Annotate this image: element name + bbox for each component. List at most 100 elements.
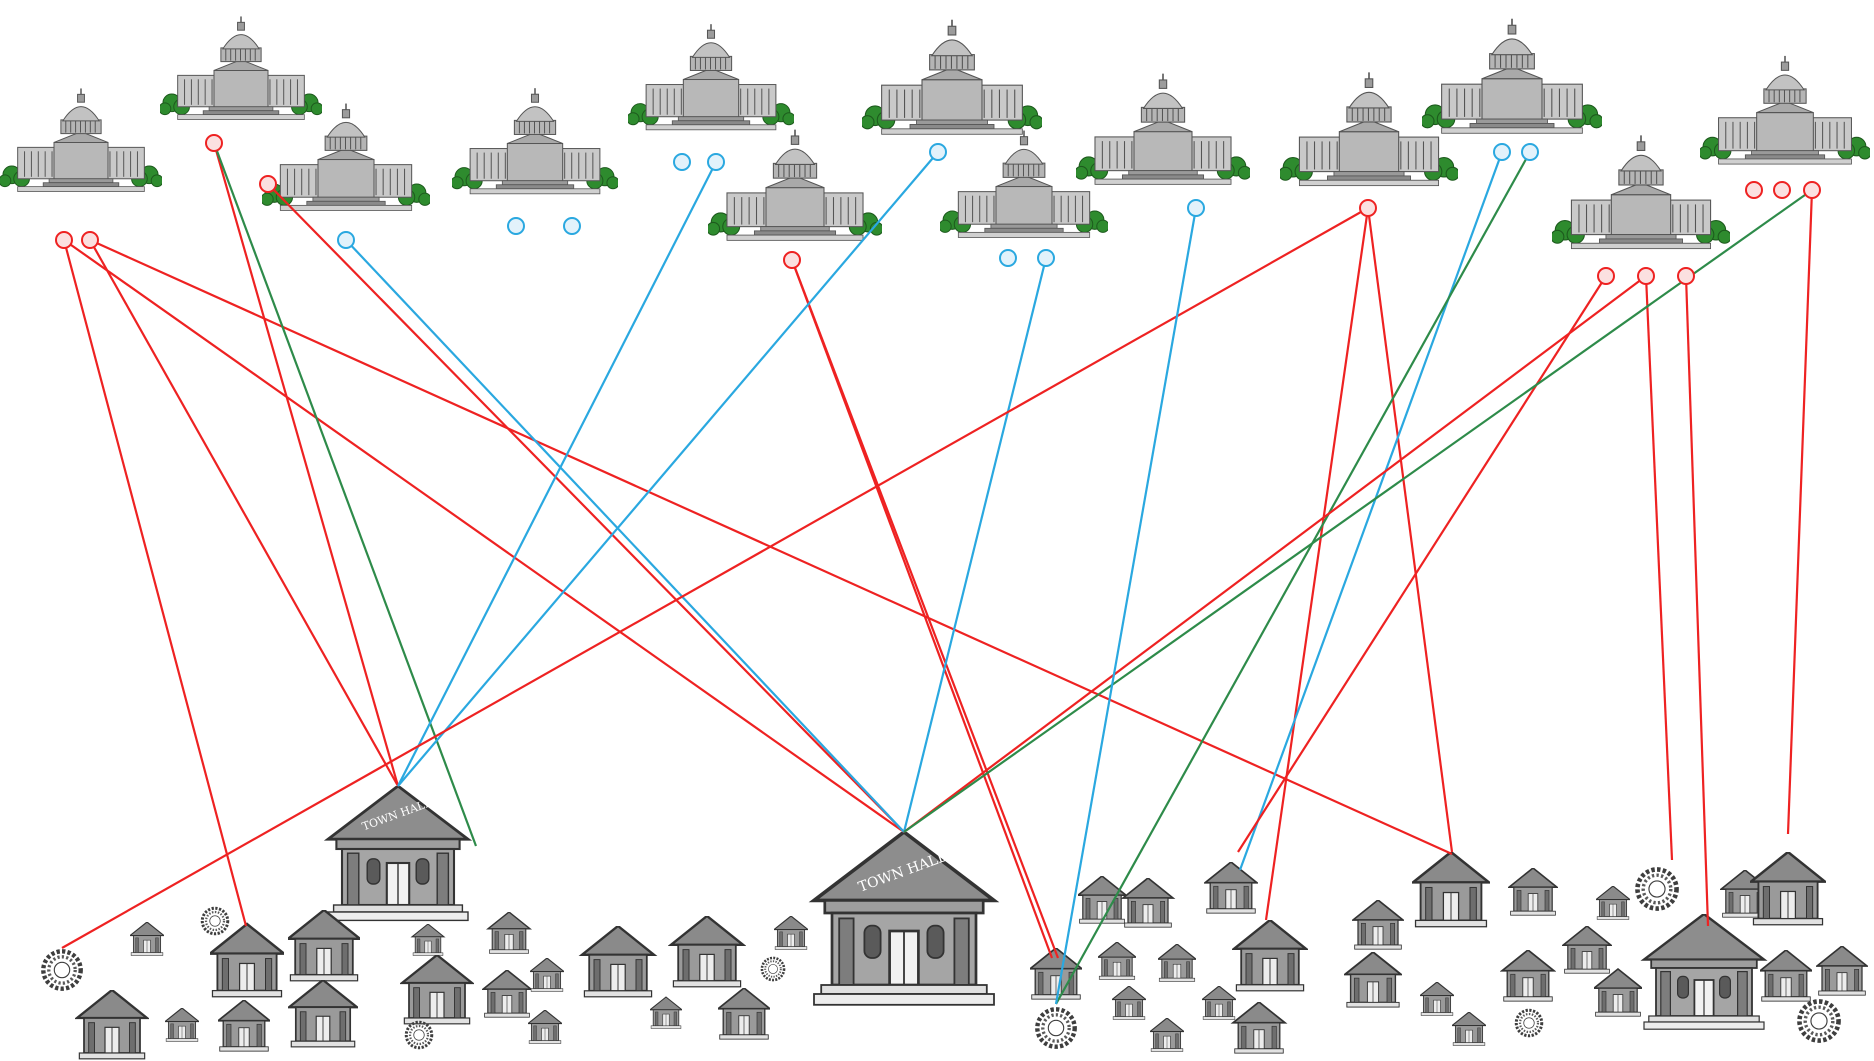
connection-line-green xyxy=(1055,151,1531,1005)
house-icon xyxy=(1204,862,1258,914)
house-icon xyxy=(528,1010,562,1044)
house-icon xyxy=(130,922,164,956)
house-icon xyxy=(1750,852,1826,926)
connection-line-blue xyxy=(345,239,905,833)
house-icon xyxy=(1562,926,1612,974)
connection-line-red xyxy=(63,239,905,833)
wreath-icon xyxy=(200,906,230,936)
connection-line-green xyxy=(212,142,478,847)
node-circle-red xyxy=(1773,181,1791,199)
house-icon xyxy=(487,912,531,954)
house-icon xyxy=(1344,952,1402,1008)
house-icon xyxy=(411,924,445,956)
wreath-icon xyxy=(404,1020,434,1050)
capitol-icon xyxy=(862,18,1042,136)
house-icon xyxy=(650,996,682,1030)
house-icon xyxy=(1501,950,1555,1002)
node-circle-blue xyxy=(563,217,581,235)
house-icon xyxy=(1122,878,1174,928)
connection-line-red xyxy=(1786,189,1814,835)
node-circle-blue xyxy=(707,153,725,171)
node-circle-blue xyxy=(929,143,947,161)
capitol-icon xyxy=(452,87,618,195)
house-icon xyxy=(530,958,564,992)
house-icon xyxy=(1158,944,1196,982)
town-hall-icon xyxy=(812,832,996,1007)
connection-line-red xyxy=(903,275,1647,833)
connection-line-red xyxy=(790,259,1060,959)
node-circle-blue xyxy=(1187,199,1205,217)
node-circle-red xyxy=(1803,181,1821,199)
capitol-icon xyxy=(1280,71,1458,187)
towns-layer: TOWN HALL TOWN HALL xyxy=(43,786,1868,1060)
connection-line-red xyxy=(61,207,1369,949)
wreath-icon xyxy=(1637,869,1676,908)
wreath-icon xyxy=(1799,1001,1838,1040)
connections-layer xyxy=(61,142,1814,1005)
town-hall-icon xyxy=(326,786,470,922)
house-icon xyxy=(1150,1018,1184,1052)
town-hall-icon xyxy=(1642,914,1766,1031)
wreath-icon xyxy=(1514,1008,1544,1038)
node-circle-red xyxy=(205,134,223,152)
connection-line-green xyxy=(903,189,1813,833)
wreath-icon xyxy=(760,956,786,982)
connection-line-red xyxy=(1644,275,1674,861)
connection-line-red xyxy=(1366,207,1454,853)
connection-line-red xyxy=(1237,275,1607,853)
connection-line-red xyxy=(1684,275,1710,927)
wreath-icon xyxy=(1037,1009,1074,1046)
house-icon xyxy=(1202,986,1236,1020)
capitol-icon xyxy=(0,87,162,193)
house-icon xyxy=(1508,868,1558,916)
capitol-icon xyxy=(708,128,882,242)
connection-line-blue xyxy=(1238,151,1504,871)
node-circle-blue xyxy=(1521,143,1539,161)
house-icon xyxy=(1594,968,1642,1018)
connection-line-red xyxy=(89,239,399,787)
house-icon xyxy=(75,990,149,1060)
house-icon xyxy=(1452,1012,1486,1046)
house-icon xyxy=(1596,886,1630,920)
node-circle-blue xyxy=(673,153,691,171)
connection-line-red xyxy=(1264,207,1370,921)
house-icon xyxy=(1078,876,1126,924)
nodes-layer xyxy=(55,134,1821,285)
node-circle-blue xyxy=(1037,249,1055,267)
node-circle-red xyxy=(783,251,801,269)
house-icon xyxy=(1412,852,1490,928)
node-circle-red xyxy=(259,175,277,193)
house-icon xyxy=(165,1008,199,1042)
node-circle-blue xyxy=(337,231,355,249)
connection-line-red xyxy=(267,183,905,833)
house-icon xyxy=(218,1000,270,1052)
house-icon xyxy=(288,980,358,1048)
connection-line-blue xyxy=(397,151,939,787)
house-icon xyxy=(1232,920,1308,992)
capitols-layer xyxy=(0,15,1870,250)
node-circle-red xyxy=(1359,199,1377,217)
capitol-icon xyxy=(628,23,794,131)
connection-line-red xyxy=(62,239,248,927)
house-icon xyxy=(580,926,656,998)
capitol-icon xyxy=(1700,55,1870,165)
capitol-icon xyxy=(1422,18,1602,134)
house-icon xyxy=(400,955,474,1025)
house-icon xyxy=(482,970,532,1018)
connection-line-blue xyxy=(397,161,717,787)
connection-line-red xyxy=(212,142,400,787)
connection-line-blue xyxy=(902,257,1048,833)
house-icon xyxy=(669,916,745,988)
node-circle-red xyxy=(1597,267,1615,285)
house-icon xyxy=(1816,946,1868,996)
capitol-icon xyxy=(1076,72,1250,186)
house-icon xyxy=(774,916,808,950)
wreath-icon xyxy=(43,951,80,988)
house-icon xyxy=(1760,950,1812,1002)
node-circle-red xyxy=(55,231,73,249)
capitol-icon xyxy=(160,15,322,121)
node-circle-red xyxy=(1677,267,1695,285)
house-icon xyxy=(718,988,770,1040)
house-icon xyxy=(1420,982,1454,1016)
